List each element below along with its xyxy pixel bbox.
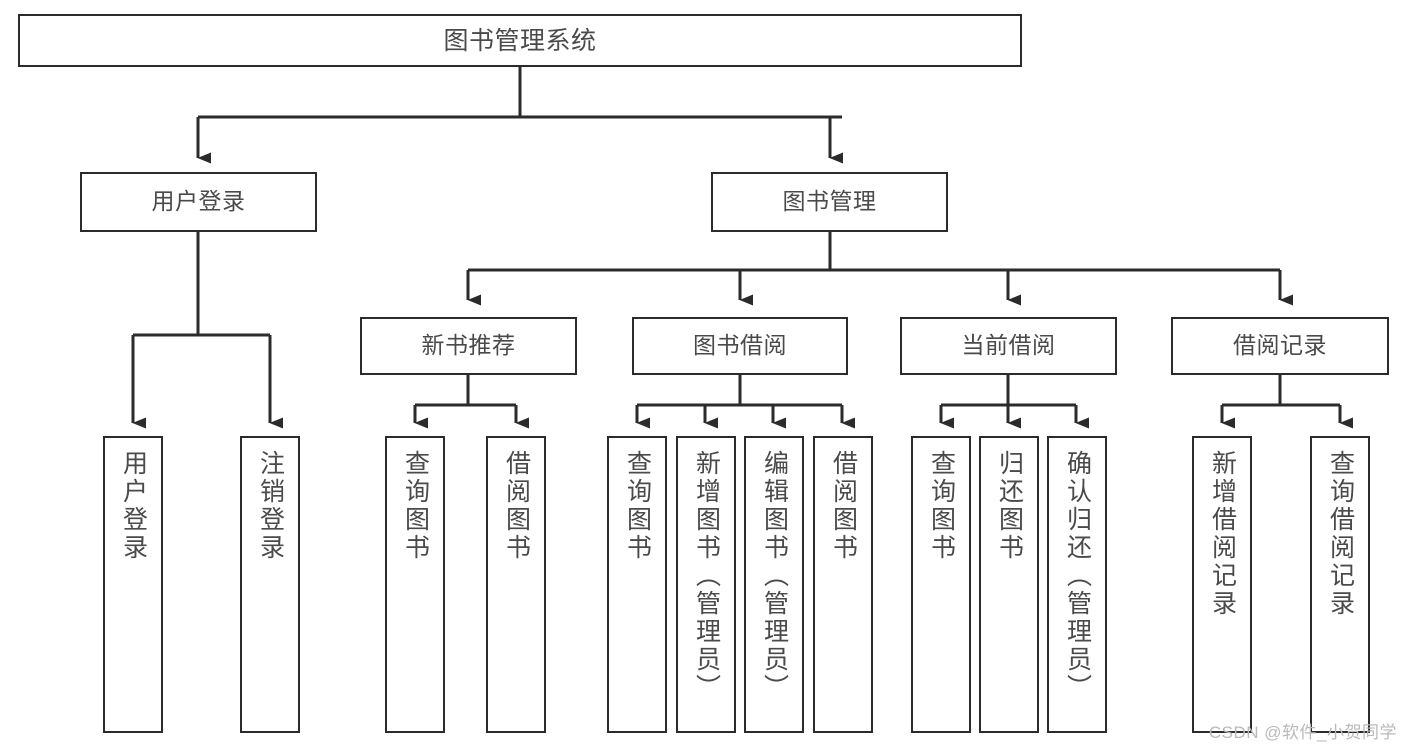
watermark-text: CSDN @软件_小贺同学 [1208,723,1397,742]
node-label: 查询图书 [623,450,652,562]
node-leaf-confirm-return[interactable]: 确认归还（管理员） [1047,436,1107,733]
node-leaf-add-record[interactable]: 新增借阅记录 [1192,436,1252,733]
node-label: 注销登录 [256,450,285,562]
node-leaf-return-book[interactable]: 归还图书 [979,436,1039,733]
node-label: 图书管理 [782,188,877,215]
node-label: 确认归还（管理员） [1063,450,1092,702]
node-leaf-user-logout[interactable]: 注销登录 [240,436,300,733]
node-leaf-borrow-book-1[interactable]: 借阅图书 [486,436,546,733]
node-label: 借阅图书 [829,450,858,562]
node-leaf-borrow-book-2[interactable]: 借阅图书 [813,436,873,733]
node-leaf-query-book-2[interactable]: 查询图书 [607,436,667,733]
node-current-borrow[interactable]: 当前借阅 [900,317,1117,375]
node-leaf-add-book[interactable]: 新增图书（管理员） [676,436,736,733]
node-label: 归还图书 [995,450,1024,562]
node-label: 用户登录 [119,450,148,562]
node-label: 用户登录 [151,188,246,215]
node-leaf-edit-book[interactable]: 编辑图书（管理员） [744,436,804,733]
node-book-borrow[interactable]: 图书借阅 [632,317,848,375]
node-label: 借阅记录 [1233,332,1327,359]
node-leaf-query-book-3[interactable]: 查询图书 [911,436,971,733]
node-label: 新书推荐 [421,332,516,359]
node-label: 借阅图书 [502,450,531,562]
node-leaf-query-record[interactable]: 查询借阅记录 [1310,436,1370,733]
node-label: 编辑图书（管理员） [760,450,789,702]
node-leaf-query-book-1[interactable]: 查询图书 [385,436,445,733]
node-label: 图书借阅 [693,332,787,359]
node-label: 图书管理系统 [443,26,597,55]
node-label: 新增借阅记录 [1208,450,1237,618]
node-leaf-user-login[interactable]: 用户登录 [103,436,163,733]
node-user-login[interactable]: 用户登录 [80,172,317,232]
node-root-system[interactable]: 图书管理系统 [18,14,1022,67]
node-label: 当前借阅 [961,332,1056,359]
node-label: 查询图书 [401,450,430,562]
node-label: 查询图书 [927,450,956,562]
node-borrow-record[interactable]: 借阅记录 [1171,317,1389,375]
node-new-book-rec[interactable]: 新书推荐 [360,317,577,375]
node-book-manage[interactable]: 图书管理 [711,172,948,232]
node-label: 新增图书（管理员） [692,450,721,702]
node-label: 查询借阅记录 [1326,450,1355,618]
